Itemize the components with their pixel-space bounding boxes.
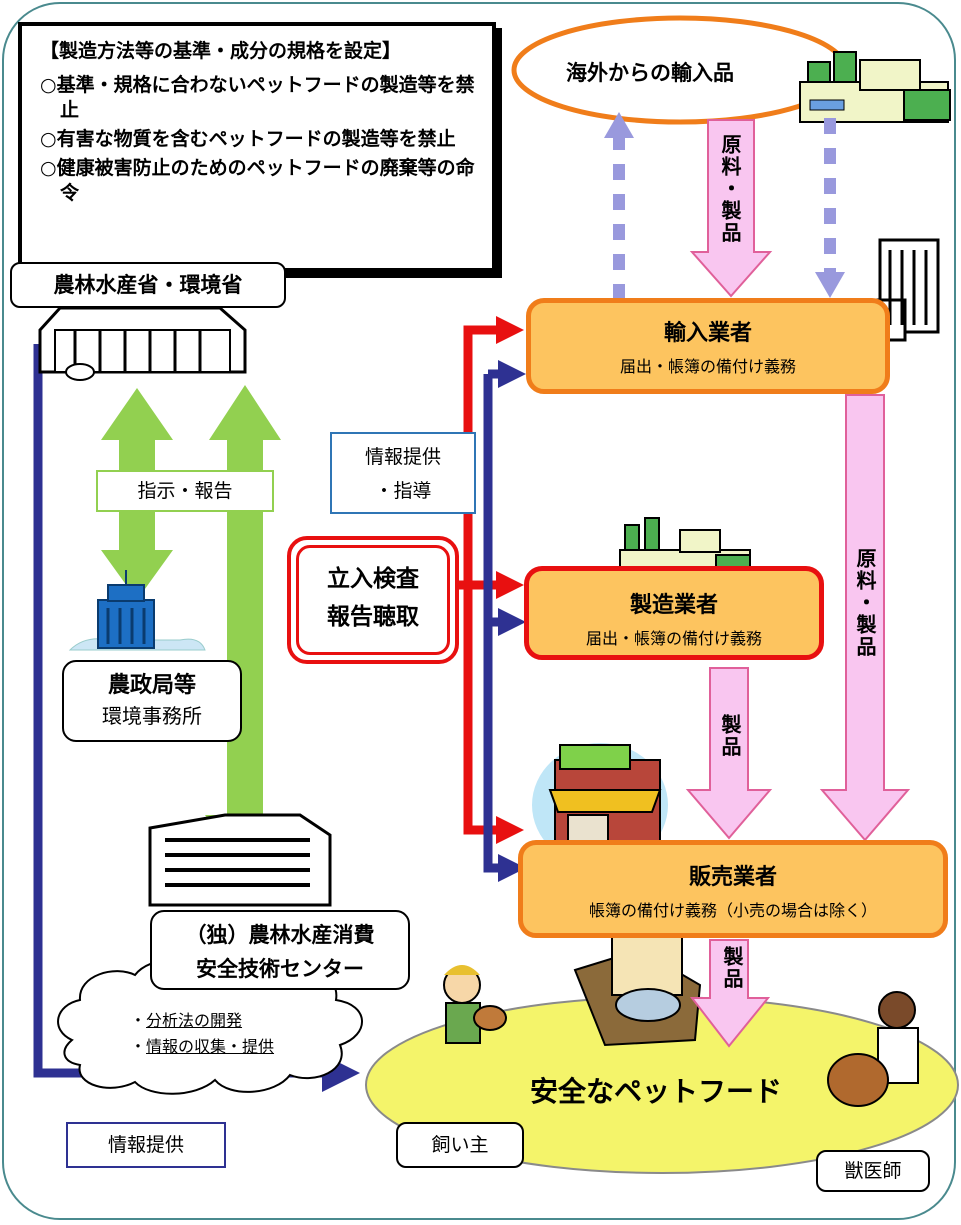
manufacturer-box: 製造業者 届出・帳簿の備付け義務: [524, 566, 824, 660]
info-guidance-line1: 情報提供: [364, 446, 441, 468]
center-tasks-cloud: [57, 956, 363, 1095]
center-tasks-text: ・分析法の開発 ・情報の収集・提供: [130, 1008, 340, 1060]
regional-office-box: 農政局等 環境事務所: [62, 660, 242, 742]
standards-item: ○基準・規格に合わないペットフードの製造等を禁止: [40, 74, 475, 121]
importer-box: 輸入業者 届出・帳簿の備付け義務: [526, 298, 890, 394]
importer-title: 輸入業者: [663, 321, 752, 346]
inspection-box: 立入検査 報告聴取: [287, 536, 459, 664]
seller-title: 販売業者: [688, 865, 777, 890]
flow-label-raw-products: 原料・製品: [718, 134, 742, 244]
regional-office-name: 農政局等: [107, 673, 196, 698]
research-center-icon: [148, 813, 332, 907]
imports-label: 海外からの輸入品: [566, 61, 734, 85]
info-guidance-line2: ・指導: [374, 480, 432, 502]
importer-duty: 届出・帳簿の備付け義務: [619, 357, 796, 376]
flow-label-product: 製品: [720, 946, 744, 990]
ministry-building-icon: [38, 306, 247, 381]
standards-box: 【製造方法等の基準・成分の規格を設定】 ○基準・規格に合わないペットフードの製造…: [18, 22, 496, 272]
standards-item: ○有害な物質を含むペットフードの製造等を禁止: [40, 128, 456, 150]
regional-office-sub: 環境事務所: [102, 704, 202, 728]
center-box: （独）農林水産消費 安全技術センター: [150, 910, 410, 990]
veterinarian-icon: [827, 991, 919, 1107]
dotted-arrow-down: [815, 118, 845, 298]
seller-box: 販売業者 帳簿の備付け義務（小売の場合は除く）: [518, 840, 948, 938]
red-arrowheads: [496, 316, 524, 844]
factory-icon: [799, 51, 951, 123]
owner-label: 飼い主: [396, 1122, 524, 1168]
pink-arrow-seller-to-food: [690, 939, 770, 1048]
center-task-item: ・分析法の開発: [130, 1011, 243, 1030]
instruction-report-label: 指示・報告: [96, 470, 274, 512]
manufacturer-duty: 届出・帳簿の備付け義務: [585, 629, 762, 648]
pet-owner-icon: [443, 965, 507, 1044]
center-name-line2: 安全技術センター: [196, 957, 364, 981]
manufacturer-title: 製造業者: [629, 593, 718, 618]
pink-arrow-importer-to-seller: [819, 394, 911, 842]
safe-pet-food-label: 安全なペットフード: [530, 1075, 783, 1108]
center-name-line1: （独）農林水産消費: [185, 923, 375, 947]
seller-duty: 帳簿の備付け義務（小売の場合は除く）: [588, 901, 877, 920]
flow-label-raw-products: 原料・製品: [853, 548, 877, 658]
navy-arrowheads: [498, 360, 526, 882]
pink-arrow-imports-to-importer: [689, 119, 773, 298]
dotted-arrow-up: [604, 112, 634, 300]
info-provision-label: 情報提供: [66, 1122, 226, 1168]
ministry-label: 農林水産省・環境省: [10, 262, 286, 308]
center-task-item: ・情報の収集・提供: [130, 1037, 275, 1056]
info-guidance-box: 情報提供 ・指導: [330, 432, 476, 514]
regional-office-icon: [68, 570, 206, 651]
pink-arrow-maker-to-seller: [685, 667, 773, 840]
standards-item: ○健康被害防止のためのペットフードの廃棄等の命令: [40, 157, 475, 204]
inspection-line1: 立入検査: [327, 566, 419, 592]
standards-heading: 【製造方法等の基準・成分の規格を設定】: [40, 40, 402, 62]
vet-label: 獣医師: [816, 1150, 930, 1192]
flow-label-product: 製品: [718, 714, 742, 758]
pet-food-icon: [573, 934, 702, 1047]
inspection-line2: 報告聴取: [327, 604, 419, 630]
pet-shop-icon: [532, 743, 668, 867]
